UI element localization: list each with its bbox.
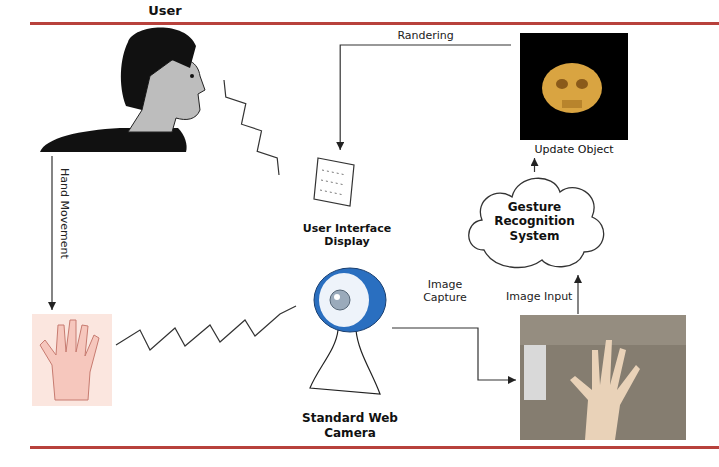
image-input-line	[577, 275, 578, 314]
object-node: Update Object	[511, 30, 637, 158]
flow-label: Image Capture	[420, 278, 470, 304]
node-title: Standard Web Camera	[284, 411, 416, 440]
cloud-shape	[469, 178, 604, 267]
user-head-icon	[40, 28, 205, 153]
object-render	[520, 33, 628, 140]
signal-zigzag	[116, 306, 296, 350]
flow-arrow	[534, 158, 535, 172]
flow-label: Image Input	[506, 290, 572, 303]
cloud-node: Gesture Recognition System	[462, 172, 607, 272]
node-title: Gesture Recognition System	[487, 200, 583, 243]
top-rule	[30, 22, 719, 25]
display-icon	[314, 158, 354, 206]
hand-movement-line	[51, 156, 52, 310]
flow-arrow	[340, 45, 511, 150]
webcam-icon	[310, 268, 386, 394]
node-text-group: Gesture Recognition System	[487, 200, 583, 243]
hand-icon	[32, 314, 112, 406]
flow-label: Hand Movement	[58, 168, 71, 259]
signal-connector	[224, 80, 279, 175]
camera-node: Standard Web Camera	[284, 262, 416, 442]
node-text-group: Standard Web Camera	[284, 411, 416, 440]
image-capture-line	[392, 328, 516, 380]
node-text-group: User Interface Display	[279, 222, 415, 248]
node-text-group: Update Object	[511, 143, 637, 156]
node-text-group: User	[106, 3, 224, 19]
bottom-rule	[30, 446, 719, 449]
display-node: User Interface Display	[279, 150, 415, 250]
node-title: Update Object	[511, 143, 637, 156]
edge-label: Randering	[395, 29, 455, 42]
user-icon-node: User	[106, 3, 224, 153]
node-title: User	[106, 3, 224, 19]
hand-photo	[520, 315, 686, 440]
node-title: User Interface Display	[279, 222, 415, 248]
